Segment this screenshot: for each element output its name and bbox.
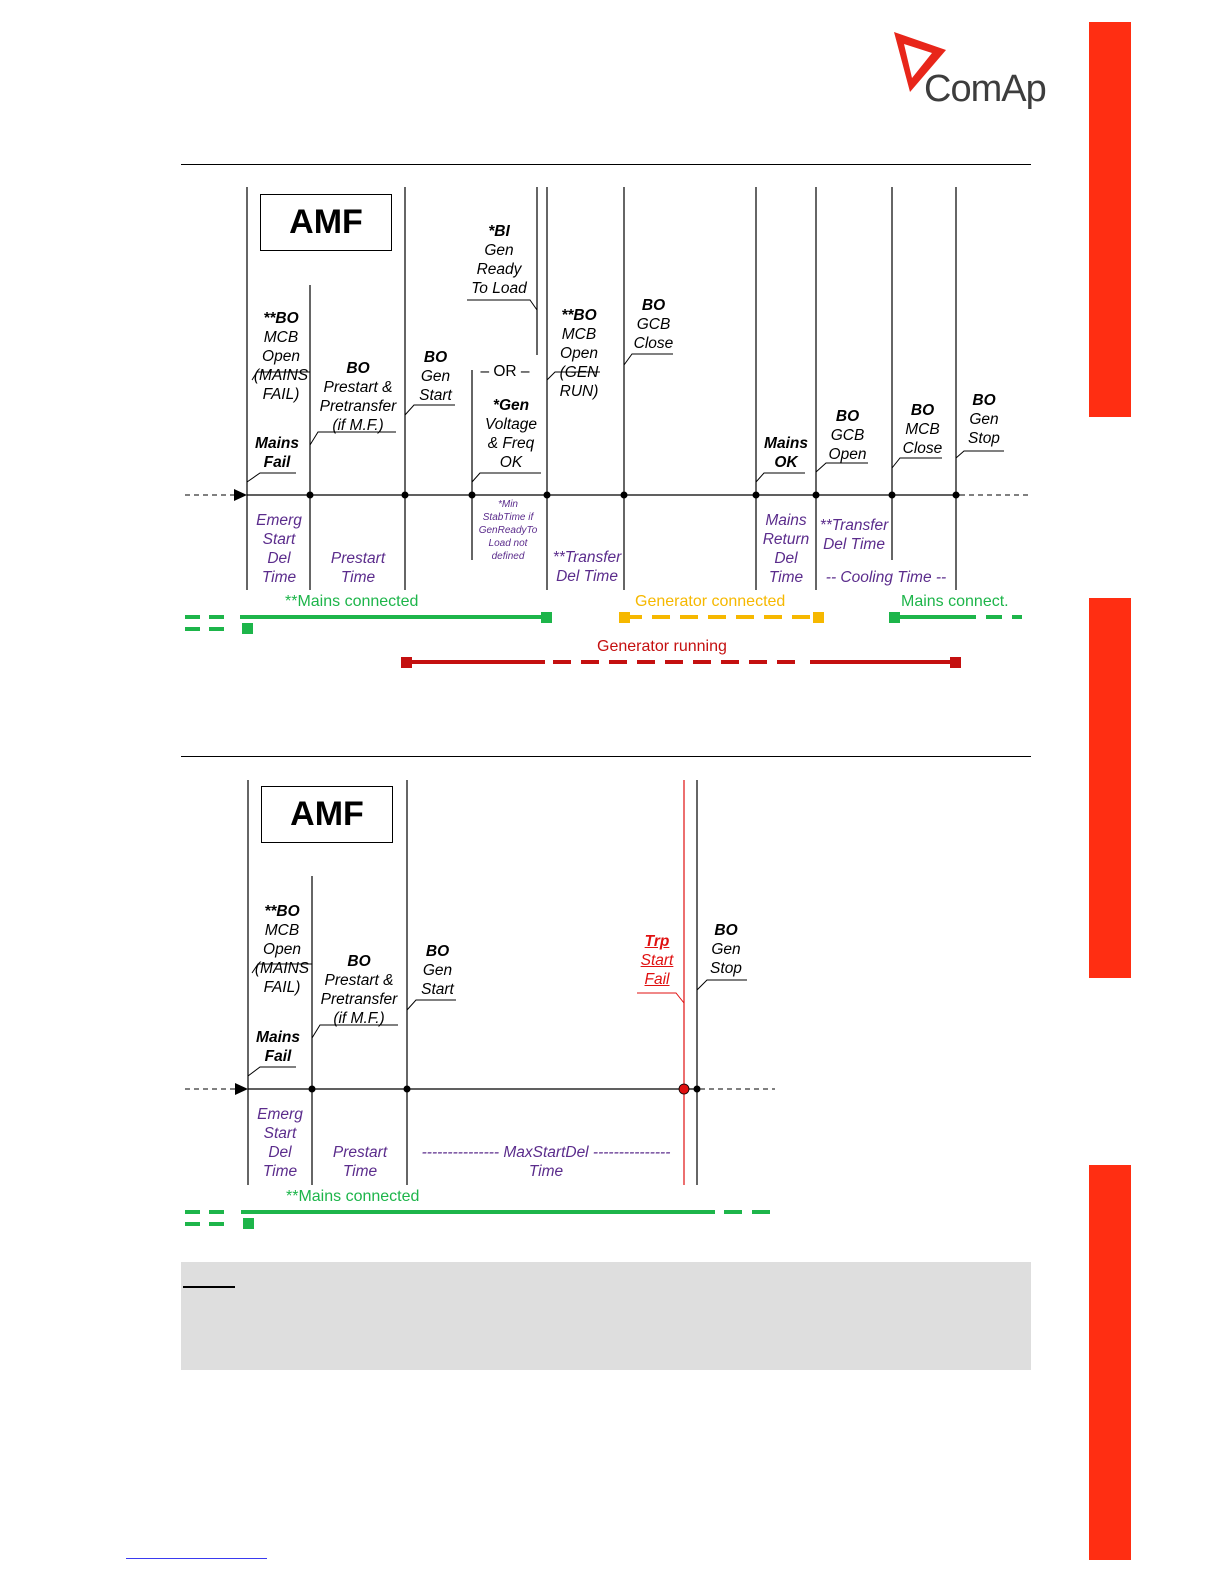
section-rule-2 [181,756,1031,757]
event-gen-stop: BO Gen Stop [968,392,1000,447]
event-mains-fail: Mains Fail [255,435,299,471]
comap-triangle-logo-icon [894,32,946,92]
event-mains-ok: Mains OK [764,435,808,471]
event-prestart-2: BO Prestart & Pretransfer (if M.F.) [320,953,398,1027]
time-transfer-del-2: **Transfer Del Time [819,517,889,553]
time-transfer-del: **Transfer Del Time [552,549,622,585]
event-mcb-open: **BO MCB Open (MAINS FAIL) [253,310,309,403]
event-mains-fail-2: Mains Fail [256,1029,300,1065]
side-tab-middle [1089,598,1131,978]
state-mains-connected-2: **Mains connected [286,1188,420,1205]
diagram-2-lines [185,780,775,1229]
diagram-1-lines [185,187,1030,668]
state-mains-connected: **Mains connected [285,593,419,610]
footer-link-underline[interactable] [126,1558,267,1559]
event-prestart: BO Prestart & Pretransfer (if M.F.) [319,360,397,434]
event-mcb-open-gen-run: **BO MCB Open (GEN RUN) [559,307,599,400]
event-gen-start-2: BO Gen Start [421,943,454,998]
state-generator-running: Generator running [597,638,727,655]
time-prestart-2: Prestart Time [332,1144,388,1180]
event-gen-ready-to-load: *BI Gen Ready To Load [471,223,527,297]
event-trp-start-fail: Trp Start Fail [640,933,674,988]
event-mcb-open-2: **BO MCB Open (MAINS FAIL) [254,903,310,996]
time-max-start-del: --------------- MaxStartDel ------------… [421,1144,671,1180]
logo-text: ComAp [924,68,1047,110]
section-rule-1 [181,164,1031,165]
event-gen-voltage-ok: *Gen Voltage & Freq OK [485,397,537,471]
event-gen-start: BO Gen Start [419,349,452,404]
amf-timing-diagram-2: AMF **BO MCB Open (MAINS FAIL) Mains Fai… [185,780,775,1229]
time-emerg-start-del: Emerg Start Del Time [256,512,302,586]
time-mains-return-del: Mains Return Del Time [762,512,810,586]
event-gcb-open: BO GCB Open [828,408,867,463]
event-mcb-close: BO MCB Close [902,402,943,457]
state-mains-connect: Mains connect. [901,593,1009,610]
amf-title-box: AMF [260,194,392,251]
time-min-stab: *Min StabTime if GenReadyTo Load not def… [478,499,538,562]
amf-title-box-2: AMF [261,786,393,843]
event-or: – OR – [480,363,530,380]
note-title-underline [183,1266,235,1288]
time-prestart: Prestart Time [330,550,386,586]
note-box [181,1262,1031,1370]
state-generator-connected: Generator connected [635,593,786,610]
amf-timing-diagram-1: AMF **BO MCB Open (MAINS FAIL) Mains Fai… [0,0,1224,700]
event-gen-stop-2: BO Gen Stop [710,922,742,977]
event-gcb-close: BO GCB Close [633,297,674,352]
time-cooling: -- Cooling Time -- [825,569,947,586]
side-tab-top [1089,22,1131,417]
comap-logo: ComAp [890,28,1060,118]
time-emerg-start-del-2: Emerg Start Del Time [257,1106,303,1180]
side-tab-bottom [1089,1165,1131,1560]
